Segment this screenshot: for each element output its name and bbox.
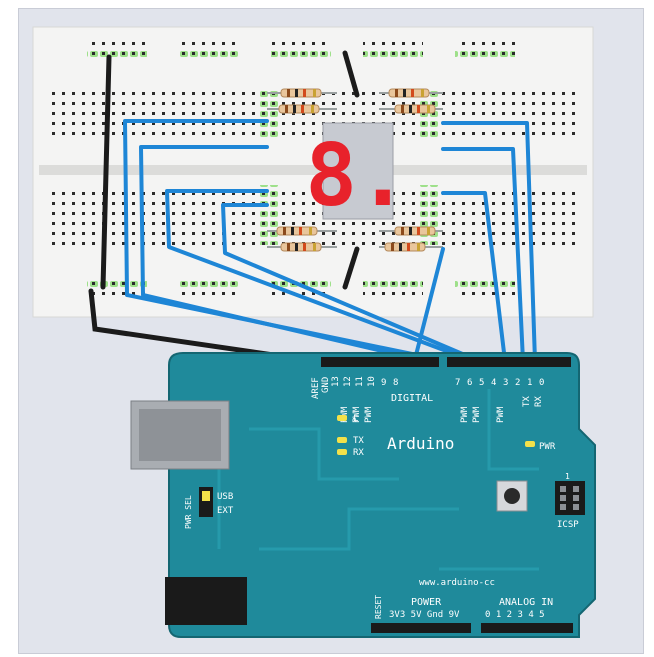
image-frame: 8. AREF bbox=[18, 8, 644, 654]
header-aref-label: AREF bbox=[311, 377, 321, 399]
icsp-label: ICSP bbox=[557, 520, 579, 530]
resistor bbox=[379, 88, 443, 98]
digital-header[interactable] bbox=[321, 357, 571, 367]
website-label: www.arduino-cc bbox=[419, 578, 495, 588]
pin-0-label: 0 bbox=[539, 378, 544, 388]
top-power-rail bbox=[87, 37, 515, 59]
resistor bbox=[379, 226, 443, 236]
rx-pin-label: RX bbox=[534, 396, 544, 407]
brand-label: Arduino bbox=[387, 434, 454, 453]
resistor bbox=[379, 242, 443, 252]
pwm-label: PWM bbox=[340, 406, 350, 423]
reset-label: RESET bbox=[374, 595, 383, 619]
rx-led bbox=[337, 449, 347, 455]
usb-connector[interactable] bbox=[130, 400, 230, 470]
analog-label: ANALOG IN bbox=[499, 597, 553, 608]
icsp-header: 1 ICSP bbox=[555, 472, 585, 530]
pwm-label: PWM bbox=[496, 406, 506, 423]
power-label: POWER bbox=[411, 597, 442, 608]
segment-digit: 8. bbox=[305, 126, 409, 226]
usb-label: USB bbox=[217, 492, 233, 502]
header-gnd-label: GND bbox=[321, 377, 331, 393]
arduino-board: AREF GND 13 12 11 10 9 8 7 6 5 4 3 2 1 0… bbox=[130, 352, 596, 638]
signal-wires bbox=[123, 119, 537, 363]
resistor bbox=[267, 226, 337, 236]
analog-pins-label: 0 1 2 3 4 5 bbox=[485, 610, 545, 620]
center-channel bbox=[39, 165, 587, 175]
icsp-pin1-label: 1 bbox=[565, 472, 570, 481]
pwr-led bbox=[525, 441, 535, 447]
pwr-sel-jumper[interactable]: PWR SEL USB EXT bbox=[184, 487, 234, 529]
pin-11-label: 11 bbox=[355, 376, 365, 387]
pwm-label: PWM bbox=[364, 406, 374, 423]
analog-header: ANALOG IN 0 1 2 3 4 5 bbox=[481, 597, 573, 633]
resistor bbox=[267, 242, 337, 252]
pwm-label: PWM bbox=[352, 406, 362, 423]
pin-8-label: 8 bbox=[393, 378, 398, 388]
pin-12-label: 12 bbox=[343, 376, 353, 387]
pin-13-label: 13 bbox=[331, 376, 341, 387]
reset-button[interactable] bbox=[496, 480, 528, 512]
power-pins-label: 3V3 5V Gnd 9V bbox=[389, 610, 460, 620]
power-header: RESET POWER 3V3 5V Gnd 9V bbox=[371, 595, 471, 633]
led-l-label: L bbox=[353, 414, 358, 424]
seven-segment-display: 8. bbox=[305, 122, 409, 226]
pin-4-label: 4 bbox=[491, 378, 496, 388]
led-rx-label: RX bbox=[353, 448, 364, 458]
tx-led bbox=[337, 437, 347, 443]
pin-6-label: 6 bbox=[467, 378, 472, 388]
pin-9-label: 9 bbox=[381, 378, 386, 388]
bottom-power-rail bbox=[87, 277, 515, 299]
pin-5-label: 5 bbox=[479, 378, 484, 388]
pwm-label: PWM bbox=[460, 406, 470, 423]
tx-pin-label: TX bbox=[522, 396, 532, 407]
pin-3-label: 3 bbox=[503, 378, 508, 388]
resistor bbox=[267, 88, 337, 98]
onboard-leds: L TX RX PWR bbox=[337, 414, 556, 458]
circuit-diagram: 8. AREF bbox=[32, 26, 596, 638]
l-led bbox=[337, 415, 347, 421]
power-jack[interactable] bbox=[165, 577, 247, 625]
led-tx-label: TX bbox=[353, 436, 364, 446]
ext-label: EXT bbox=[217, 506, 234, 516]
resistors bbox=[267, 88, 443, 252]
pin-2-label: 2 bbox=[515, 378, 520, 388]
pwm-label: PWM bbox=[472, 406, 482, 423]
pin-7-label: 7 bbox=[455, 378, 460, 388]
digital-label: DIGITAL bbox=[391, 393, 433, 404]
resistor bbox=[379, 104, 443, 114]
pin-1-label: 1 bbox=[527, 378, 532, 388]
resistor bbox=[267, 104, 337, 114]
pwr-sel-label: PWR SEL bbox=[184, 495, 193, 529]
led-pwr-label: PWR bbox=[539, 442, 556, 452]
pin-10-label: 10 bbox=[367, 376, 377, 387]
